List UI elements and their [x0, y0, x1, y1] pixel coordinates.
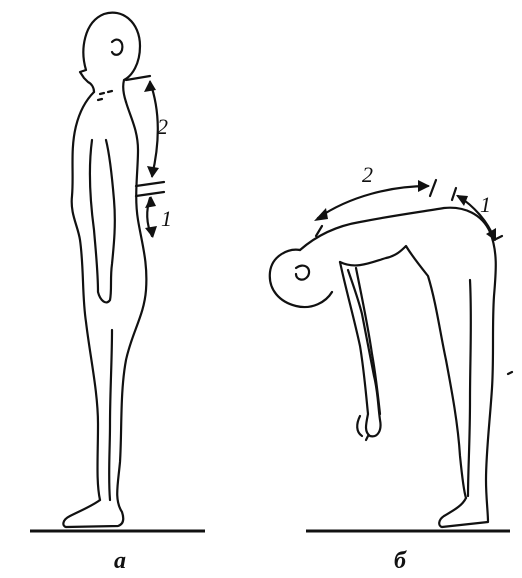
leg-inner-line-b: [468, 280, 471, 496]
back-outline-a: [63, 102, 146, 527]
arrowhead-2-top-a: [144, 80, 156, 92]
arrowhead-2-right-b: [418, 180, 430, 192]
spine-tick-mid2-b: [452, 188, 456, 200]
caption-a: а: [114, 548, 126, 574]
segment-label-1-a: 1: [161, 206, 172, 231]
bending-person-figure: 2 1 б: [270, 162, 512, 574]
caption-b: б: [394, 548, 407, 574]
arrowhead-2-left-b: [314, 208, 328, 221]
leg-inner-line-a: [109, 330, 112, 500]
spine-tick-low-a: [136, 192, 164, 196]
segment-label-2-a: 2: [157, 114, 168, 139]
segment-label-1-b: 1: [480, 192, 491, 217]
front-outline-a: [72, 92, 100, 500]
ear-b: [296, 266, 309, 280]
arrowhead-1-top-a: [145, 196, 156, 208]
arrowhead-2-bottom-a: [147, 166, 159, 178]
spine-tick-mid1-b: [430, 180, 436, 196]
standing-person-figure: 2 1 а: [30, 13, 205, 574]
neck-marks-a: [98, 91, 112, 100]
head-outline-b: [270, 250, 332, 307]
stray-mark-b: [508, 372, 512, 374]
arm-a: [90, 140, 115, 302]
ear-a: [112, 40, 122, 55]
back-outline-b: [300, 208, 496, 527]
segment-label-2-b: 2: [362, 162, 373, 187]
head-outline-a: [80, 13, 140, 102]
spine-tick-mid-a: [136, 182, 164, 186]
